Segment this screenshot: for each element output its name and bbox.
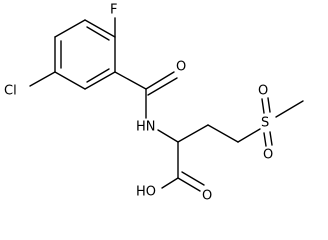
bond-s-o-upper-double — [267, 97, 271, 113]
chemical-structure: F Cl O HN S O O O HO — [4, 3, 304, 204]
bond-n-alpha — [157, 129, 179, 143]
bond-alpha-beta — [177, 124, 209, 143]
bond-carboxyl-o — [177, 177, 201, 192]
bond-ring-carbonyl — [114, 71, 147, 90]
atom-hydroxyl: HO — [136, 185, 156, 200]
bond-gamma-s — [237, 128, 261, 143]
atom-sulfonyl-oxygen-upper: O — [258, 84, 268, 99]
atom-chlorine: Cl — [4, 84, 17, 99]
ring-bond — [84, 19, 116, 38]
bond-s-o-upper — [261, 98, 265, 114]
atom-sulfur: S — [261, 116, 269, 131]
bond-s-o-lower — [263, 132, 267, 147]
benzene-ring — [54, 19, 116, 90]
ring-double-bond-inner — [86, 26, 110, 41]
ring-bond — [84, 71, 116, 90]
bond-beta-gamma — [207, 124, 239, 143]
ring-double-bond-inner — [86, 68, 110, 83]
bond-carboxyl-o-double — [181, 171, 205, 186]
atom-amide-nitrogen: HN — [136, 120, 156, 135]
atom-sulfonyl-oxygen-lower: O — [263, 148, 273, 163]
bond-carboxyl-oh — [161, 177, 179, 189]
bond-amide-c-o — [145, 71, 175, 90]
ring-bond — [54, 71, 86, 90]
bond-s-o-lower-double — [269, 131, 273, 146]
bond-c-cl — [29, 71, 56, 87]
bond-amide-c-o-double — [147, 77, 178, 96]
atom-carboxyl-oxygen: O — [202, 189, 212, 204]
bond-s-methyl — [275, 100, 304, 118]
atom-fluorine: F — [110, 3, 117, 18]
ring-bond — [54, 19, 86, 38]
atom-amide-oxygen: O — [176, 60, 186, 75]
